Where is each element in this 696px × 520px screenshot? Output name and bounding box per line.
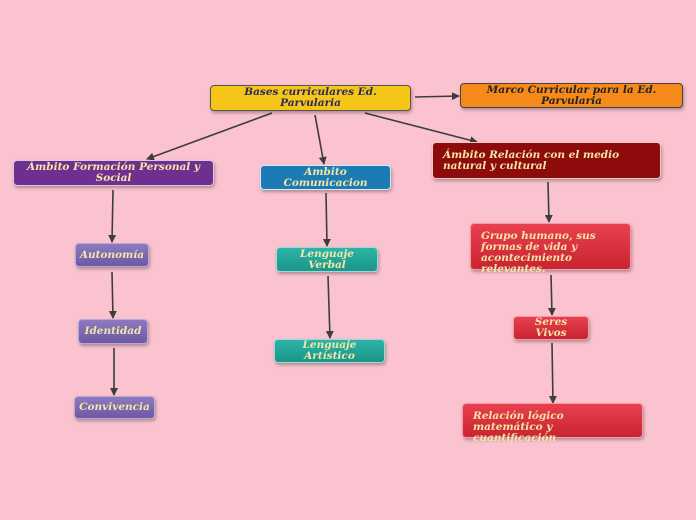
seres-vivos-label: Seres Vivos — [534, 316, 568, 339]
lenguaje-artistico-label: Lenguaje Artístico — [302, 339, 357, 362]
connector-root-formacion — [146, 112, 273, 161]
autonomia-label: Autonomía — [79, 248, 145, 261]
connector-comunicacion-verbal — [322, 192, 331, 247]
marco-curricular-node[interactable]: Marco Curricular para la Ed. Parvularia — [460, 83, 683, 108]
grupo-humano-node[interactable]: Grupo humano, sus formas de vida y acont… — [470, 223, 631, 275]
lenguaje-verbal-label: Lenguaje Verbal — [300, 247, 354, 271]
root-node[interactable]: Bases curriculares Ed. Parvularia — [210, 85, 411, 111]
connector-root-marco — [414, 92, 460, 101]
autonomia-node[interactable]: Autonomía — [75, 243, 149, 267]
connector-autonomia-identidad — [108, 271, 117, 319]
identidad-node[interactable]: Identidad — [78, 319, 148, 344]
relacion-medio-node[interactable]: Ámbito Relación con el medio natural y c… — [432, 142, 661, 179]
relacion-logico-node[interactable]: Relación lógico matemático y cuantificac… — [462, 403, 643, 444]
connector-root-relacion — [364, 112, 478, 145]
connector-formacion-autonomia — [108, 189, 117, 243]
connector-verbal-artistico — [325, 275, 334, 339]
comunicacion-label: Ambito Comunicacion — [283, 165, 368, 189]
connector-grupo-seres — [547, 274, 556, 316]
seres-vivos-node[interactable]: Seres Vivos — [513, 316, 589, 340]
identidad-label: Identidad — [84, 325, 142, 337]
lenguaje-artistico-node[interactable]: Lenguaje Artístico — [274, 339, 385, 363]
relacion-medio-label: Ámbito Relación con el medio natural y c… — [443, 149, 620, 172]
connector-root-comunicacion — [314, 114, 327, 165]
convivencia-label: Convivencia — [79, 401, 150, 413]
grupo-humano-label: Grupo humano, sus formas de vida y acont… — [481, 230, 596, 275]
convivencia-node[interactable]: Convivencia — [74, 396, 155, 419]
root-node-label: Bases curriculares Ed. Parvularia — [244, 86, 377, 109]
lenguaje-verbal-node[interactable]: Lenguaje Verbal — [276, 247, 378, 272]
marco-curricular-label: Marco Curricular para la Ed. Parvularia — [486, 83, 657, 107]
relacion-logico-label: Relación lógico matemático y cuantificac… — [473, 410, 564, 444]
comunicacion-node[interactable]: Ambito Comunicacion — [260, 165, 391, 190]
formacion-personal-node[interactable]: Ámbito Formación Personal y Social — [13, 160, 214, 186]
connector-relacion-grupo — [544, 181, 553, 223]
formacion-personal-label: Ámbito Formación Personal y Social — [26, 161, 201, 184]
connector-seres-relacion-logico — [548, 342, 557, 404]
